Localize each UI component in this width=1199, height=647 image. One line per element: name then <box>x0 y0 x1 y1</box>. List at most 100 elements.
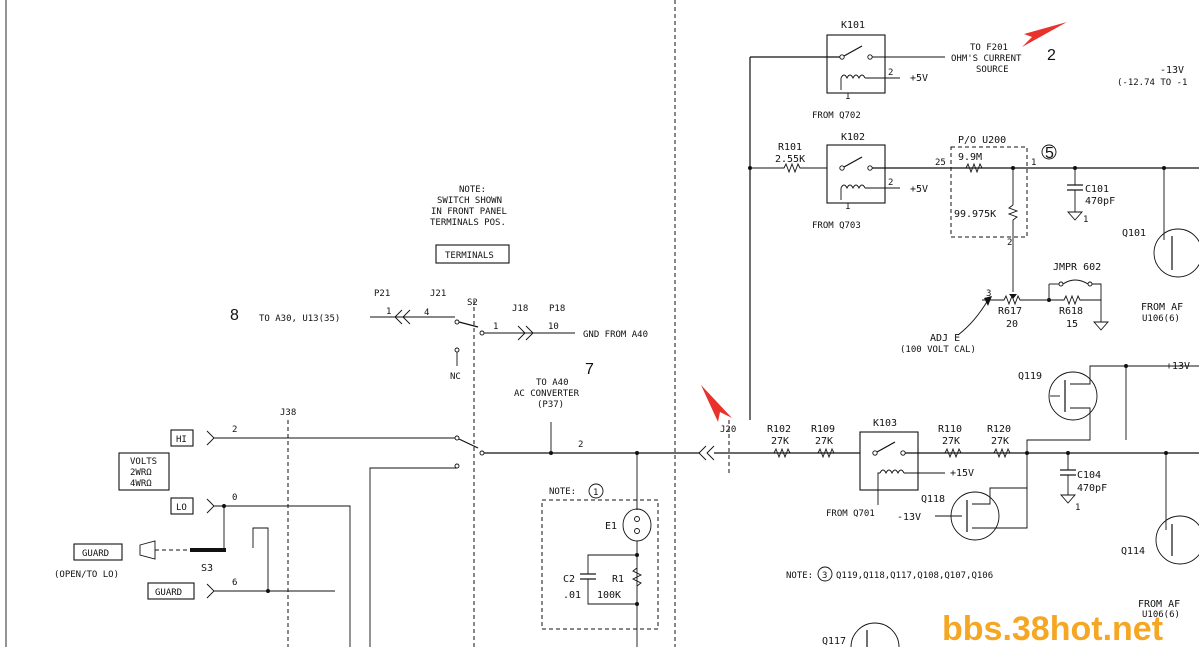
to-a40-label: TO A40 <box>536 378 569 388</box>
jmpr602-label: JMPR 602 <box>1053 262 1101 273</box>
q118-label: Q118 <box>921 494 945 505</box>
p18-label: P18 <box>549 304 565 314</box>
j21-label: J21 <box>430 289 446 299</box>
k101-from-label: FROM Q702 <box>812 111 861 121</box>
u200-pin25: 25 <box>935 158 946 168</box>
junction-dot <box>635 553 639 557</box>
note1-box <box>541 499 659 630</box>
lo-terminal-box <box>170 497 194 515</box>
r617-label: R617 <box>998 306 1022 317</box>
k102-label: K102 <box>841 132 865 143</box>
handwritten-2: 2 <box>1047 47 1056 64</box>
note1-label: NOTE: <box>549 487 576 497</box>
junction-dot <box>635 602 639 606</box>
to-a30-label: TO A30, U13(35) <box>259 314 340 324</box>
jumper-wire <box>1092 283 1102 300</box>
c101-ground <box>1067 211 1083 221</box>
q119-label: Q119 <box>1018 371 1042 382</box>
adj-arrow <box>957 299 989 336</box>
guard-connector <box>206 583 215 599</box>
k102-switch-arm <box>843 156 863 168</box>
c104-pin1: 1 <box>1075 503 1080 513</box>
nc-contact <box>454 347 460 353</box>
k102-coil-leads <box>840 187 900 200</box>
k102-relay-box <box>826 144 886 204</box>
k103-coil-leads <box>877 472 945 505</box>
s2-label: S2 <box>467 298 478 308</box>
c2-wire <box>587 579 637 605</box>
k103-supply-label: +15V <box>950 468 974 479</box>
junction-dot <box>222 504 226 508</box>
q117-label: Q117 <box>822 636 846 647</box>
handwritten-7: 7 <box>585 361 594 378</box>
r618-value: 15 <box>1066 319 1078 330</box>
pin-4: 4 <box>424 308 429 318</box>
r-9-9m-resistor <box>960 162 983 174</box>
j20-connector <box>698 445 715 461</box>
r110-resistor <box>944 447 962 459</box>
ohms-current-label: OHM'S CURRENT <box>951 54 1022 64</box>
open-to-lo-label: (OPEN/TO LO) <box>54 570 119 580</box>
u106-label: U106(6) <box>1142 314 1180 324</box>
q101-transistor <box>1153 228 1199 278</box>
junction-dot <box>266 589 270 593</box>
source-label: SOURCE <box>976 65 1009 75</box>
watermark: bbs.38hot.net <box>942 610 1163 647</box>
q119-source-wire <box>1026 407 1091 453</box>
note-line-3: TERMINALS POS. <box>430 218 506 228</box>
pin-2: 2 <box>232 425 237 435</box>
k103-relay-box <box>859 431 919 491</box>
neg13-top-label: -13V <box>1160 65 1184 76</box>
q114-transistor <box>1155 515 1199 565</box>
s2b-arm <box>458 438 479 449</box>
r617-value: 20 <box>1006 319 1018 330</box>
terminals-box <box>435 244 510 264</box>
j20-label: J20 <box>720 425 736 435</box>
circle-5 <box>1041 144 1057 160</box>
s3-label: S3 <box>201 563 213 574</box>
gnd-from-a40-label: GND FROM A40 <box>583 330 648 340</box>
pin-10: 10 <box>548 322 559 332</box>
k101-pin1: 1 <box>845 92 850 102</box>
k103-switch-arm <box>876 441 896 453</box>
note3-number: 3 <box>822 571 827 581</box>
u200-pin2: 2 <box>1007 238 1012 248</box>
plus13v-label: +13V <box>1166 361 1190 372</box>
q118-drain-wire <box>972 453 1028 505</box>
u200-label: P/O U200 <box>958 135 1006 146</box>
r120-resistor <box>993 447 1011 459</box>
q117-transistor <box>850 622 900 647</box>
pin-0: 0 <box>232 493 237 503</box>
c101-label: C101 <box>1085 184 1109 195</box>
k102-coil <box>840 184 866 190</box>
k103-contact <box>872 450 878 456</box>
r109-resistor <box>817 447 835 459</box>
r102-resistor <box>773 447 791 459</box>
note-line-1: SWITCH SHOWN <box>437 196 502 206</box>
k102-supply-label: +5V <box>910 184 928 195</box>
q101-label: Q101 <box>1122 228 1146 239</box>
e1-electrode <box>634 528 640 534</box>
k101-supply-label: +5V <box>910 73 928 84</box>
2wire-label: 2WRΩ <box>130 468 152 478</box>
s2b-contact <box>454 435 460 441</box>
guard-terminal-box <box>147 582 195 600</box>
guard-terminal-label: GUARD <box>155 588 182 598</box>
s2b-contact <box>454 463 460 469</box>
s2-contact <box>454 319 460 325</box>
jumper-pin <box>1087 281 1093 287</box>
r110-label: R110 <box>938 424 962 435</box>
u106-label: U106(6) <box>1142 610 1180 620</box>
r109-value: 27K <box>815 436 833 447</box>
u200-box <box>950 146 1028 238</box>
c101-value: 470pF <box>1085 196 1115 207</box>
handwritten-5: 5 <box>1045 145 1054 162</box>
c104-label: C104 <box>1077 470 1101 481</box>
r102-label: R102 <box>767 424 791 435</box>
k101-coil-leads <box>840 77 900 90</box>
circle-1 <box>588 483 604 499</box>
s3-switch-wire <box>252 527 269 591</box>
r102-value: 27K <box>771 436 789 447</box>
pin-1: 1 <box>386 307 391 317</box>
